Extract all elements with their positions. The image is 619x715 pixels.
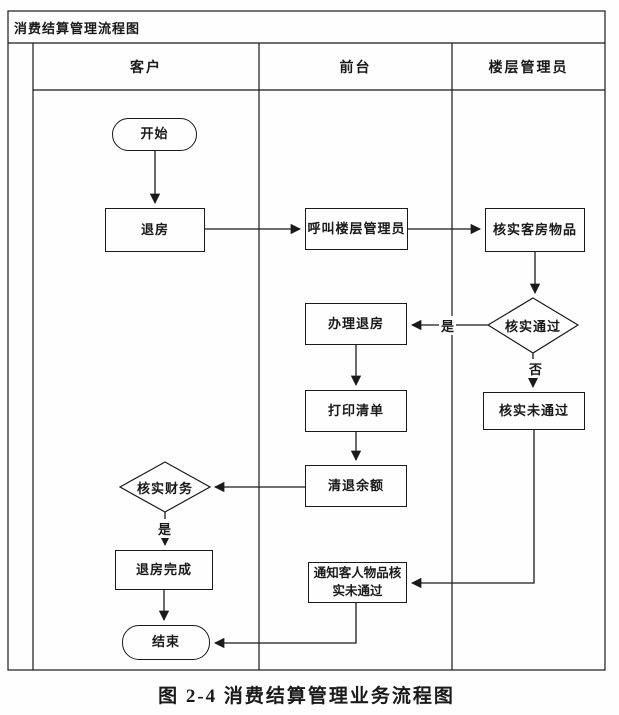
edge-label-no-pass: 否 [527,359,545,378]
node-checkout-done: 退房完成 [115,550,213,590]
diagram-title: 消费结算管理流程图 [14,21,141,36]
decision-verify-pass-shape [486,297,580,354]
lane-header-customer: 客户 [130,60,162,76]
edge-label-yes-pass: 是 [439,316,457,335]
node-refund-balance: 清退余额 [305,465,407,507]
node-start: 开始 [112,118,197,151]
edge-label-yes-finance: 是 [156,519,174,538]
figure-caption: 图 2-4 消费结算管理业务流程图 [158,686,455,707]
node-verify-failed: 核实未通过 [483,392,585,430]
lane-header-floor-manager: 楼层管理员 [488,60,569,76]
node-verify-pass-label: 核实通过 [504,318,561,334]
lane-header-front-desk: 前台 [339,60,372,76]
edge-notify-to-end [213,603,357,649]
node-notify: 通知客人物品核实未通过 [308,562,407,603]
swimlane-frame [7,10,606,671]
flow-connectors [149,151,541,649]
node-verify-items: 核实客房物品 [485,208,585,252]
node-call-manager: 呼叫楼层管理员 [305,208,408,250]
node-process-checkout: 办理退房 [305,303,407,345]
node-notify-text: 通知客人物品核实未通过 [313,566,402,598]
node-end: 结束 [122,625,210,660]
node-checkout: 退房 [105,208,205,252]
node-print-list: 打印清单 [305,390,407,432]
decision-verify-finance-shape [118,461,212,513]
node-verify-finance-label: 核实财务 [136,480,193,496]
edge-failed-to-notify [410,430,535,589]
